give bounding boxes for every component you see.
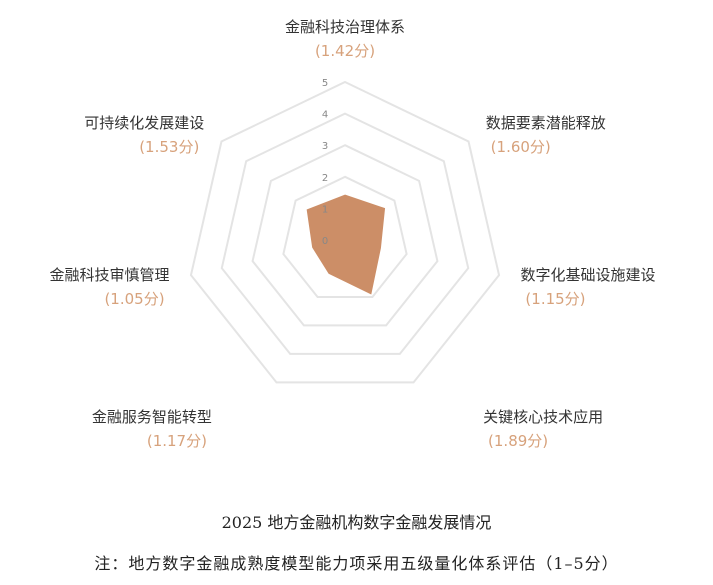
axis-score-4: (1.89分) (488, 432, 548, 450)
chart-title: 2025 地方金融机构数字金融发展情况 (221, 513, 492, 532)
grid-ring-5 (189, 80, 501, 384)
tick-label-2: 2 (322, 173, 328, 184)
axis-label-6: 金融科技审慎管理 (49, 266, 169, 284)
tick-label-5: 5 (322, 78, 328, 89)
axis-score-6: (1.05分) (104, 290, 164, 308)
tick-label-1: 1 (322, 204, 328, 215)
axis-label-5: 金融服务智能转型 (92, 408, 212, 426)
axis-score-3: (1.15分) (525, 290, 585, 308)
grid-ring-3 (251, 144, 439, 327)
axis-label-1: 金融科技治理体系 (285, 18, 405, 36)
axis-score-1: (1.42分) (315, 42, 375, 60)
axis-score-7: (1.53分) (139, 138, 199, 156)
grid-ring-4 (220, 112, 470, 355)
chart-note: 注：地方数字金融成熟度模型能力项采用五级量化体系评估（1–5分） (94, 554, 619, 573)
radar-chart: 0 1 2 3 4 5 金融科技治理体系 (1.42分) 数据要素潜能释放 (1.60分) 数字化基… (49, 18, 655, 450)
tick-label-3: 3 (322, 141, 328, 152)
tick-label-0: 0 (322, 236, 328, 247)
axis-score-2: (1.60分) (491, 138, 551, 156)
tick-label-4: 4 (322, 110, 328, 121)
axis-label-4: 关键核心技术应用 (483, 408, 603, 426)
grid-ring-2 (282, 175, 408, 298)
axis-label-2: 数据要素潜能释放 (486, 114, 606, 132)
axis-label-7: 可持续化发展建设 (84, 114, 204, 132)
axis-label-3: 数字化基础设施建设 (520, 266, 655, 284)
data-area (306, 194, 386, 295)
axis-score-5: (1.17分) (147, 432, 207, 450)
